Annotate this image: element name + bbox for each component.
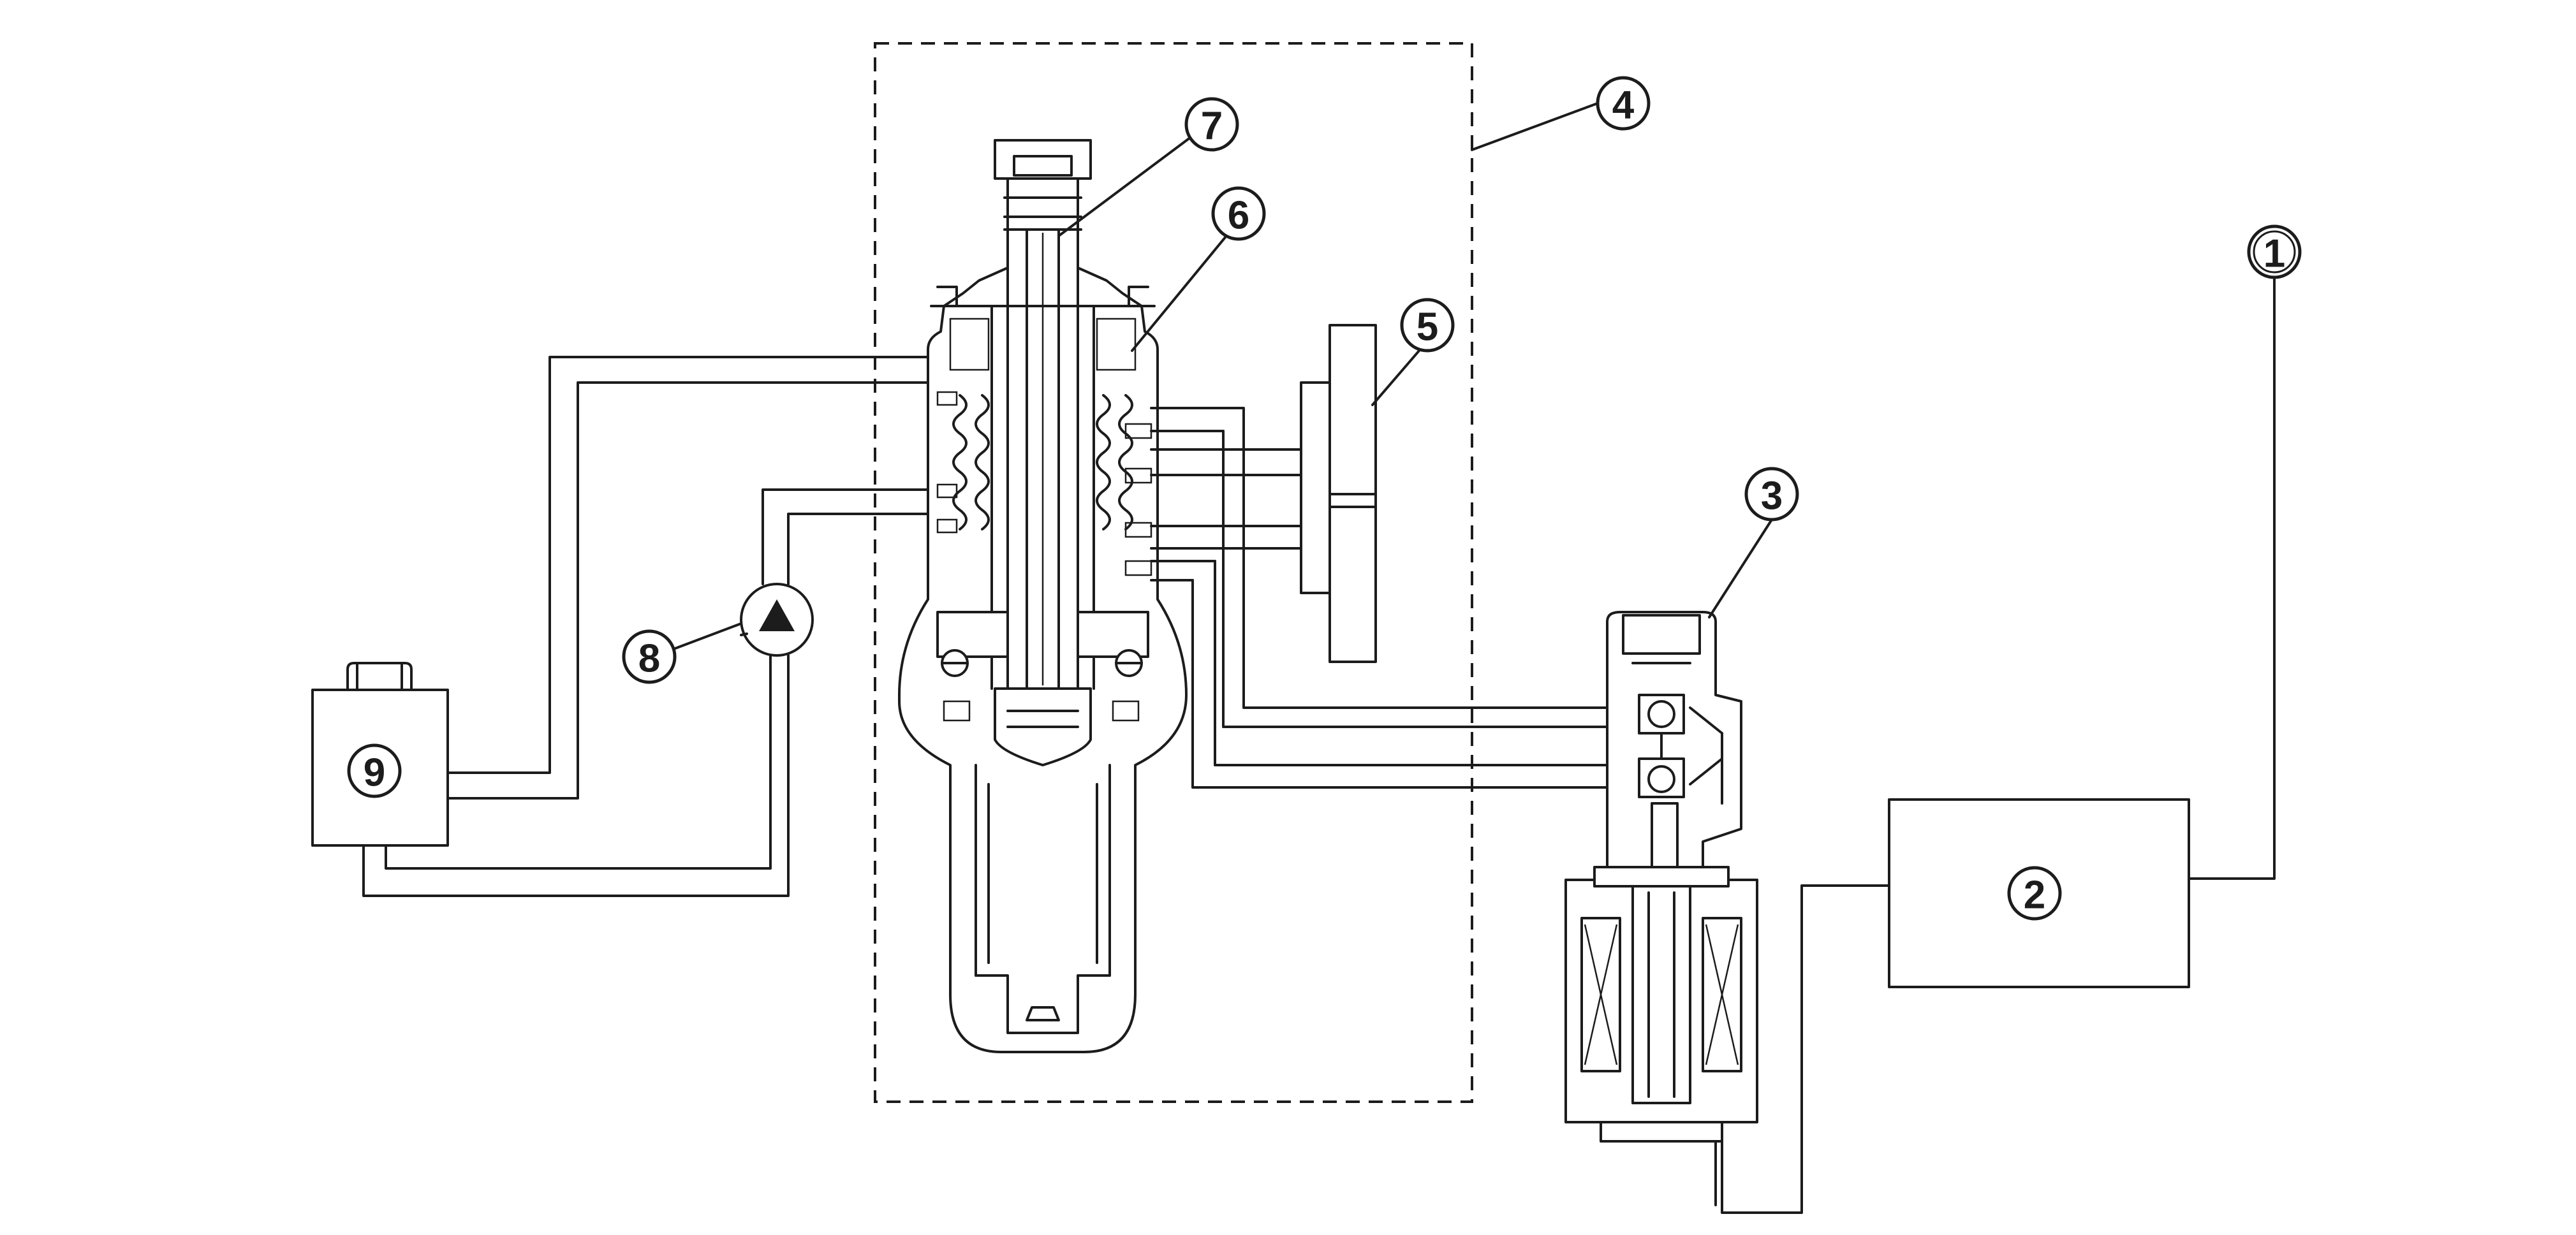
callout-1: 1 [2247,224,2302,279]
piping-left [362,356,929,897]
rotating-disc [1300,324,1377,663]
callout-1-label: 1 [2263,232,2285,276]
dashed-enclosure [874,42,1473,1103]
wiring [1721,273,2276,1214]
callout-8: 8 [622,622,742,684]
callout-4: 4 [1596,76,1651,131]
solenoid-valve [1564,611,1758,1206]
callout-8-label: 8 [638,637,660,681]
callout-6: 6 [1211,186,1266,241]
callout-4-label: 4 [1612,84,1635,128]
pump-symbol [740,583,814,657]
piping-right [1150,407,1608,789]
callout-2-label: 2 [2024,873,2045,917]
callout-3-label: 3 [1761,474,1783,518]
callout-9-label: 9 [364,751,385,795]
callout-2: 2 [2007,866,2062,921]
callout-5-label: 5 [1417,305,1438,349]
callout-7: 7 [1184,97,1239,152]
callout-5: 5 [1400,298,1455,353]
leader-lines [740,102,1773,636]
callout-3: 3 [1744,467,1799,522]
callout-9: 9 [347,743,402,798]
callout-7-label: 7 [1201,105,1223,149]
callout-6-label: 6 [1228,194,1249,238]
central-cylinder-assembly [898,139,1188,1053]
reservoir-tank [311,662,449,847]
